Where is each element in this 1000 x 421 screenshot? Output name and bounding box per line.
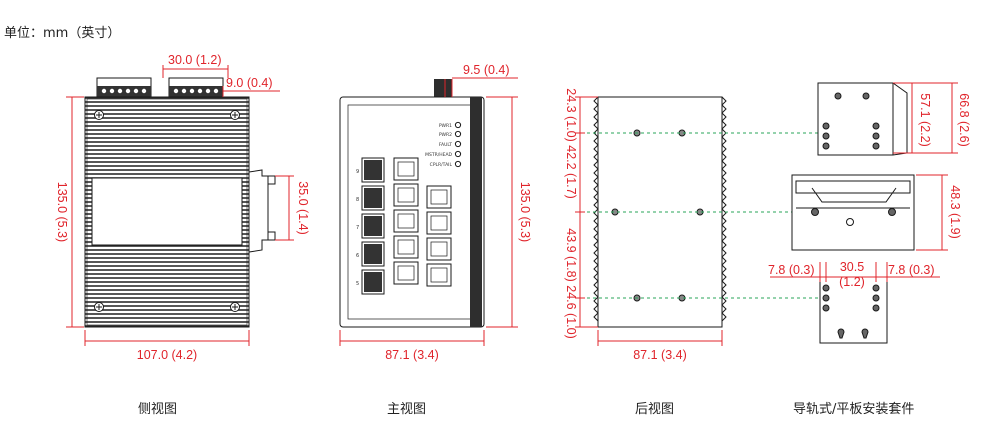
rear-dim-width: 87.1 (3.4) [633, 348, 687, 362]
port-number-9: 9 [356, 169, 359, 175]
side-view: 30.0 (1.2) 9.0 (0.4) 135.0 (5.3) 35.0 (1… [55, 53, 310, 362]
port-number-5: 5 [356, 281, 359, 287]
front-dim-top: 9.5 (0.4) [463, 63, 510, 77]
front-view: PWR1 PWR2 FAULT MSTR/HEAD CPLR/TAIL 9 8 … [339, 63, 532, 362]
rj45-ports [393, 157, 452, 287]
front-top-connector [434, 79, 452, 97]
rear-dim-1: 24.3 (1.0) [564, 88, 578, 142]
led-label-mstr: MSTR/HEAD [425, 152, 452, 158]
terminal-block-left [96, 77, 152, 98]
side-dim-top-small: 9.0 (0.4) [226, 76, 273, 90]
kit-dim-w-left: 7.8 (0.3) [768, 263, 815, 277]
caption-front-view: 主视图 [387, 402, 427, 417]
terminal-block-right [168, 77, 224, 98]
side-dim-height: 135.0 (5.3) [55, 182, 69, 242]
kit-dim-h1: 57.1 (2.2) [918, 93, 932, 147]
caption-mounting-kit: 导轨式/平板安装套件 [793, 402, 915, 417]
rear-view: 24.3 (1.0) 42.2 (1.7) 43.9 (1.8) 24.6 (1… [564, 88, 825, 362]
led-panel: PWR1 PWR2 FAULT MSTR/HEAD CPLR/TAIL [425, 121, 462, 168]
side-dim-width: 107.0 (4.2) [137, 348, 197, 362]
front-dim-width: 87.1 (3.4) [385, 348, 439, 362]
unit-label: 单位：mm（英寸） [4, 26, 121, 41]
kit-dim-w-mid-2: (1.2) [839, 275, 865, 289]
port-number-8: 8 [356, 197, 359, 203]
sfp-ports: 9 8 7 6 5 [356, 157, 385, 295]
side-dim-top-width: 30.0 (1.2) [168, 53, 222, 67]
screw-icon [94, 110, 240, 312]
kit-screw-icon [822, 92, 880, 150]
side-dim-din: 35.0 (1.4) [296, 181, 310, 235]
kit-dim-w-right: 7.8 (0.3) [888, 263, 935, 277]
led-label-fault: FAULT [439, 142, 452, 148]
kit-dim-h3: 48.3 (1.9) [948, 185, 962, 239]
kit-dim-h2: 66.8 (2.6) [957, 93, 971, 147]
rear-dim-2: 42.2 (1.7) [564, 145, 578, 199]
caption-side-view: 侧视图 [138, 402, 178, 417]
caption-rear-view: 后视图 [635, 402, 675, 417]
front-dim-height: 135.0 (5.3) [518, 182, 532, 242]
side-label-window [91, 177, 243, 246]
kit-dim-w-mid: 30.5 [840, 260, 864, 274]
kit-top-bracket [817, 82, 908, 156]
led-label-cplr: CPLR/TAIL [430, 162, 453, 168]
led-label-pwr2: PWR2 [439, 132, 452, 138]
rear-dim-3: 43.9 (1.8) [564, 228, 578, 282]
mounting-kit: 57.1 (2.2) 66.8 (2.6) 48.3 (1.9) 7.8 (0.… [768, 82, 971, 344]
rear-dim-4: 24.6 (1.0) [564, 285, 578, 339]
port-number-6: 6 [356, 253, 359, 259]
port-number-7: 7 [356, 225, 359, 231]
led-label-pwr1: PWR1 [439, 123, 452, 129]
